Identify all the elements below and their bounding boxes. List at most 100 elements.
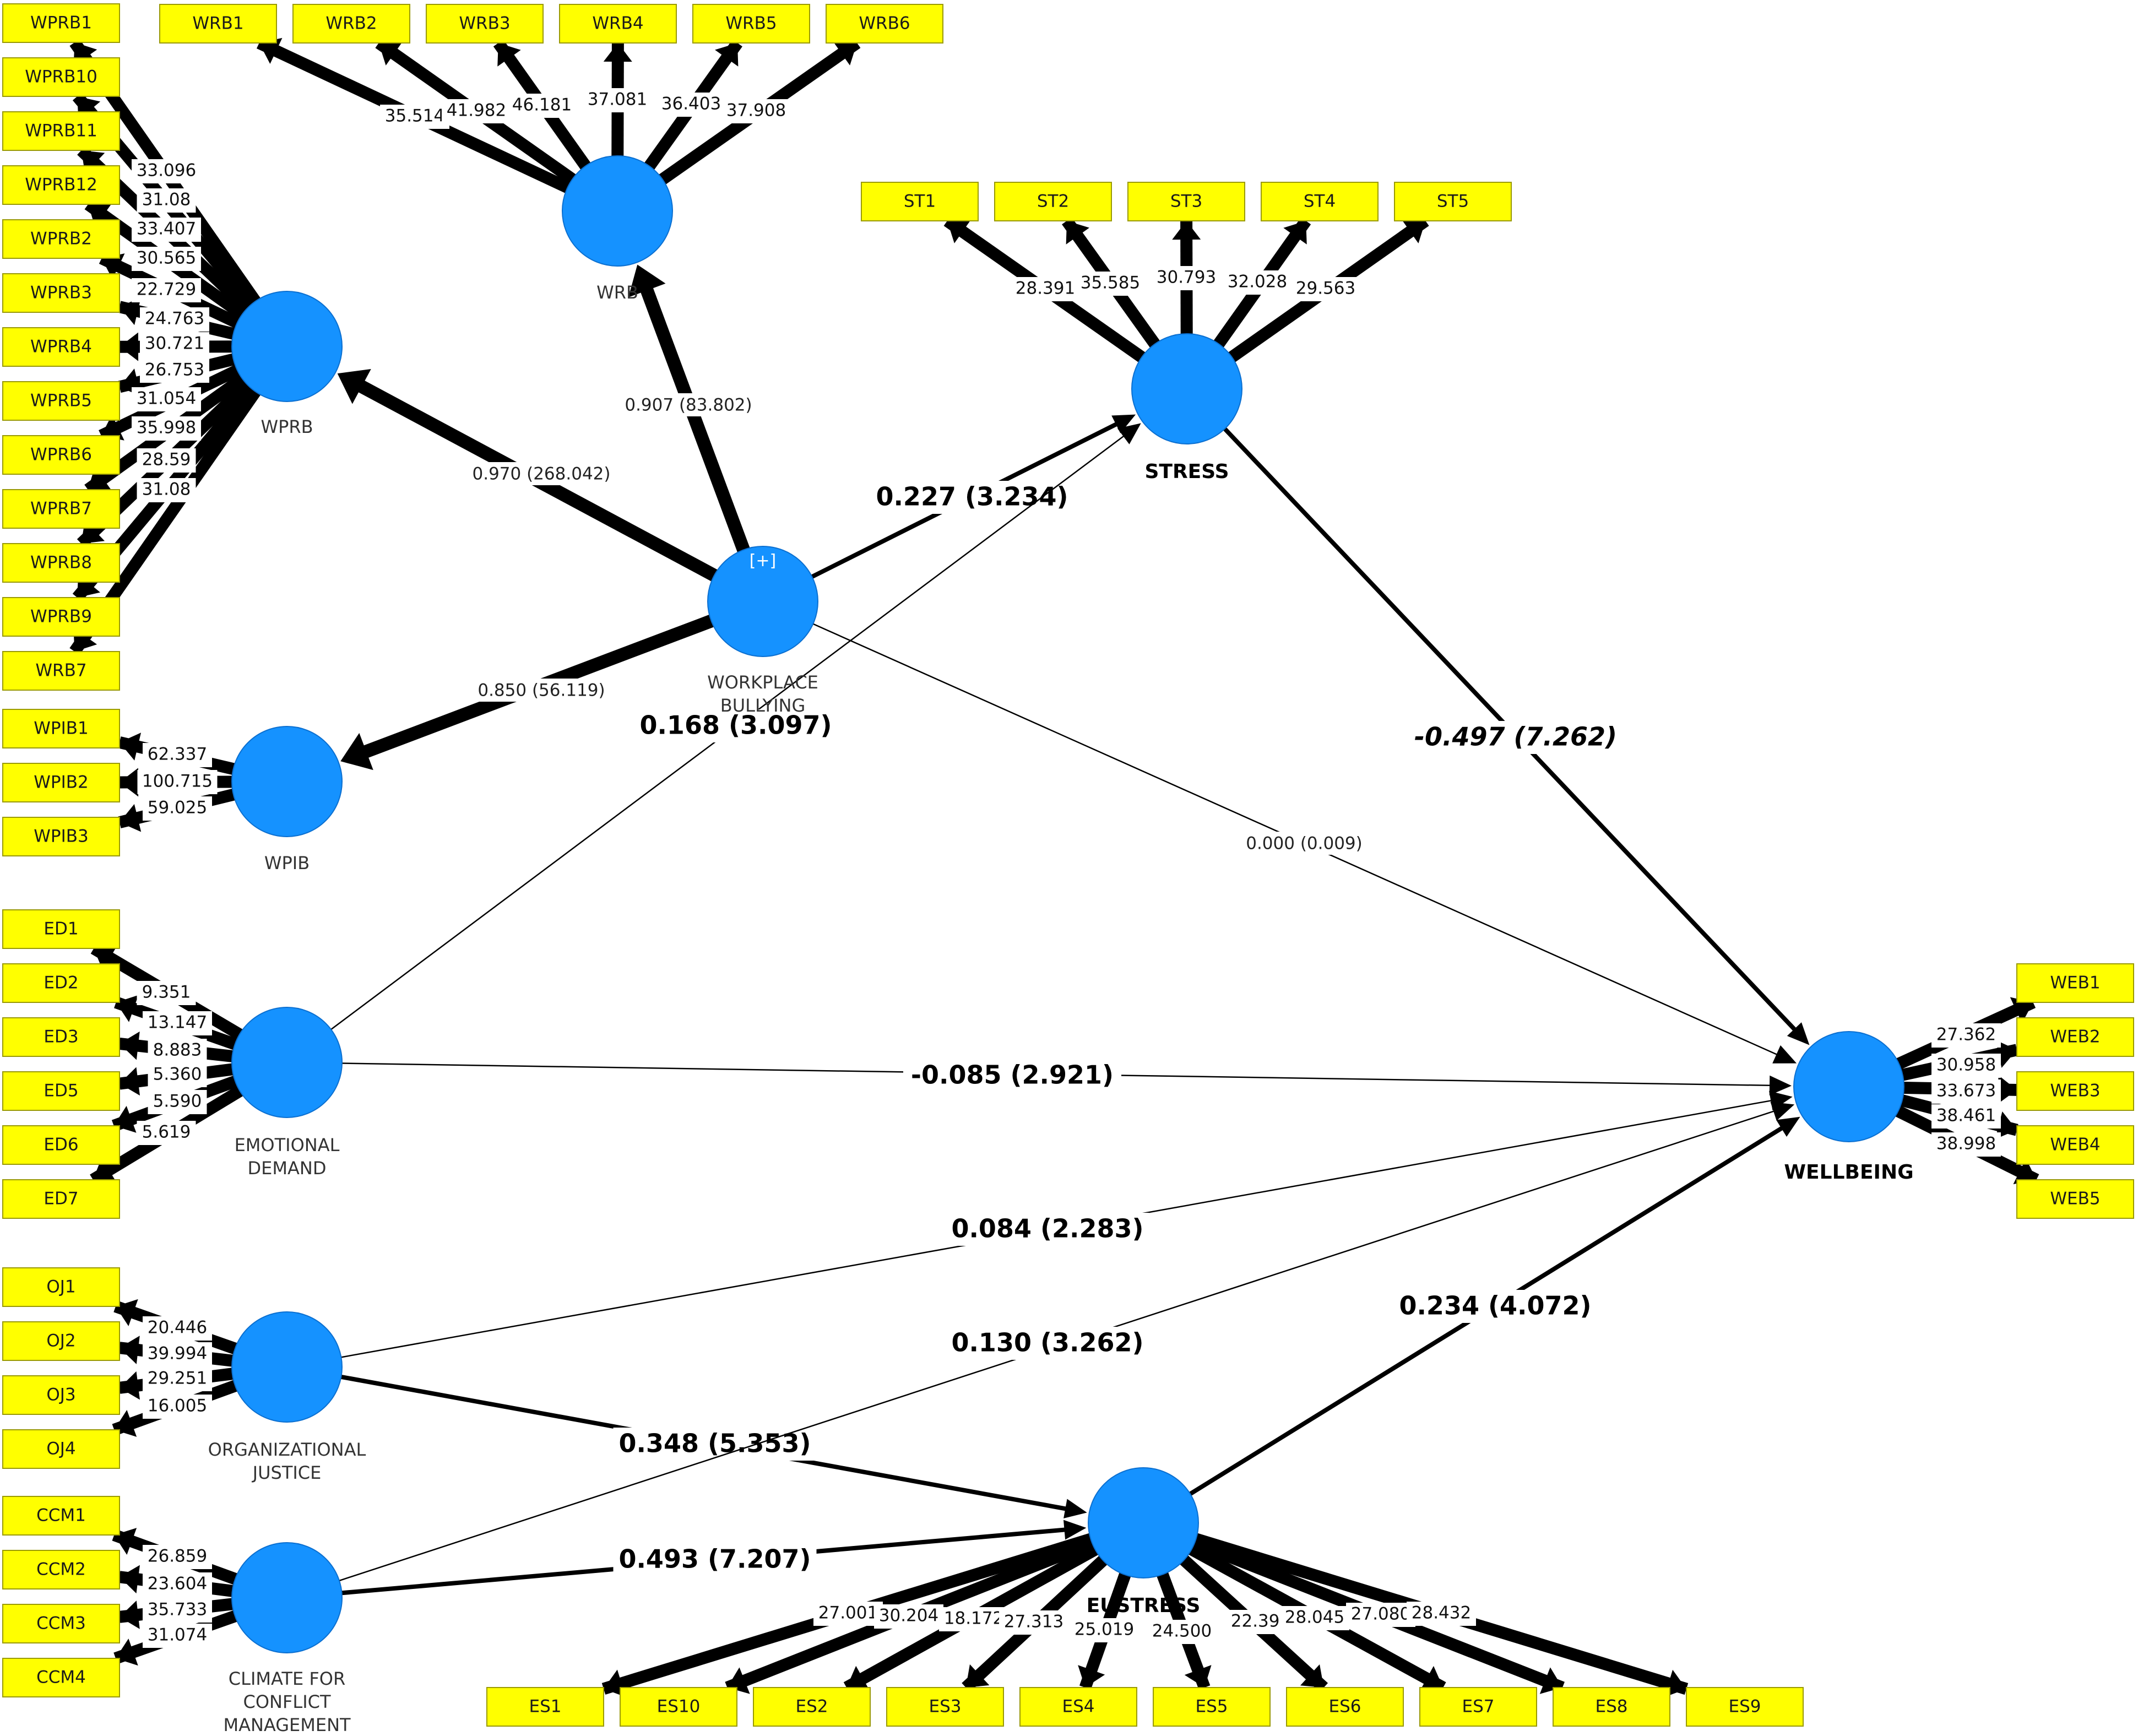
indicator-box (886, 1687, 1004, 1727)
weight-bg-wrb2 (442, 99, 511, 123)
indicator-wrb5[interactable]: WRB5 (692, 4, 810, 44)
indicator-ed7[interactable]: ED7 (2, 1179, 120, 1219)
indicator-oj3[interactable]: OJ3 (2, 1375, 120, 1415)
indicator-es6[interactable]: ES6 (1286, 1687, 1404, 1727)
indicator-wprb7[interactable]: WPRB7 (2, 489, 120, 529)
indicator-es2[interactable]: ES2 (753, 1687, 871, 1727)
loading-arrowhead-es2 (846, 1666, 870, 1691)
path-coefficient-ed-to-well: -0.085 (2.921) (903, 1059, 1121, 1092)
indicator-es7[interactable]: ES7 (1419, 1687, 1537, 1727)
indicator-ed5[interactable]: ED5 (2, 1071, 120, 1111)
indicator-oj2[interactable]: OJ2 (2, 1321, 120, 1361)
indicator-st3[interactable]: ST3 (1127, 182, 1245, 221)
indicator-wrb6[interactable]: WRB6 (826, 4, 943, 44)
indicator-ed3[interactable]: ED3 (2, 1017, 120, 1057)
weight-text-es9: 28.432 (1412, 1603, 1471, 1623)
loading-arrowhead-st3 (1172, 221, 1201, 240)
indicator-st2[interactable]: ST2 (994, 182, 1112, 221)
construct-eus[interactable]: EUSTRESS (1087, 1467, 1201, 1617)
weight-label-wpib1: 62.337 (143, 743, 212, 767)
indicator-st5[interactable]: ST5 (1394, 182, 1512, 221)
construct-label: WPRB (261, 416, 313, 437)
indicator-web1[interactable]: WEB1 (2016, 963, 2134, 1003)
indicator-st4[interactable]: ST4 (1261, 182, 1379, 221)
indicator-wprb1[interactable]: WPRB1 (2, 3, 120, 43)
indicator-box (994, 182, 1112, 221)
indicator-es3[interactable]: ES3 (886, 1687, 1004, 1727)
expand-icon[interactable]: [+] (750, 551, 777, 571)
weight-bg-web5 (1931, 1132, 2001, 1157)
weight-text-wrb3: 46.181 (512, 95, 572, 115)
weight-label-wpib3: 59.025 (143, 796, 212, 821)
indicator-wprb4[interactable]: WPRB4 (2, 327, 120, 367)
weight-text-es2: 18.172 (944, 1609, 1003, 1629)
path-label-bg (471, 679, 612, 702)
indicator-wprb6[interactable]: WPRB6 (2, 435, 120, 475)
indicator-wprb8[interactable]: WPRB8 (2, 543, 120, 583)
indicator-es1[interactable]: ES1 (486, 1687, 604, 1727)
indicator-box (426, 4, 544, 44)
indicator-wrb1[interactable]: WRB1 (159, 4, 277, 44)
indicator-web2[interactable]: WEB2 (2016, 1017, 2134, 1057)
weight-bg-oj4 (143, 1395, 212, 1419)
indicator-wprb3[interactable]: WPRB3 (2, 273, 120, 313)
indicator-st1[interactable]: ST1 (861, 182, 979, 221)
indicator-wrb7[interactable]: WRB7 (2, 651, 120, 691)
indicator-ed2[interactable]: ED2 (2, 963, 120, 1003)
indicator-ccm1[interactable]: CCM1 (2, 1496, 120, 1536)
construct-wpib[interactable]: WPIB (231, 726, 343, 874)
indicator-ed1[interactable]: ED1 (2, 909, 120, 949)
indicator-web5[interactable]: WEB5 (2016, 1179, 2134, 1219)
indicator-wrb3[interactable]: WRB3 (426, 4, 544, 44)
indicator-ed6[interactable]: ED6 (2, 1125, 120, 1165)
indicator-label: ES7 (1462, 1697, 1495, 1717)
indicator-wprb10[interactable]: WPRB10 (2, 57, 120, 97)
weight-bg-ed2 (143, 1011, 212, 1035)
path-arrowhead-wb-to-stress (1111, 414, 1136, 433)
indicator-oj4[interactable]: OJ4 (2, 1429, 120, 1469)
construct-stress[interactable]: STRESS (1131, 333, 1242, 483)
construct-well[interactable]: WELLBEING (1784, 1031, 1914, 1184)
indicator-wpib1[interactable]: WPIB1 (2, 709, 120, 748)
construct-wrb[interactable]: WRB (562, 155, 673, 303)
indicator-ccm3[interactable]: CCM3 (2, 1604, 120, 1643)
weight-bg-wrb7 (137, 478, 196, 502)
indicator-box (2, 381, 120, 421)
weight-label-oj2: 39.994 (143, 1342, 212, 1366)
indicator-es5[interactable]: ES5 (1153, 1687, 1271, 1727)
indicator-box (2, 1429, 120, 1469)
indicator-es4[interactable]: ES4 (1019, 1687, 1137, 1727)
indicator-label: ED6 (44, 1135, 78, 1155)
indicator-wprb2[interactable]: WPRB2 (2, 219, 120, 259)
indicator-wrb4[interactable]: WRB4 (559, 4, 677, 44)
weight-label-wprb6: 26.753 (140, 359, 209, 383)
indicator-wpib3[interactable]: WPIB3 (2, 817, 120, 856)
indicator-wprb9[interactable]: WPRB9 (2, 597, 120, 637)
weight-label-wrb2: 41.982 (442, 99, 511, 123)
indicator-web3[interactable]: WEB3 (2016, 1071, 2134, 1111)
indicator-wprb11[interactable]: WPRB11 (2, 111, 120, 151)
indicator-wrb2[interactable]: WRB2 (292, 4, 410, 44)
indicator-wprb5[interactable]: WPRB5 (2, 381, 120, 421)
indicator-ccm4[interactable]: CCM4 (2, 1658, 120, 1697)
indicator-oj1[interactable]: OJ1 (2, 1267, 120, 1307)
indicator-ccm2[interactable]: CCM2 (2, 1550, 120, 1589)
indicator-es8[interactable]: ES8 (1553, 1687, 1670, 1727)
indicator-label: WEB4 (2050, 1135, 2100, 1155)
indicator-box (2, 3, 120, 43)
weight-bg-ccm3 (143, 1598, 212, 1623)
construct-wprb[interactable]: WPRB (231, 291, 343, 437)
weight-bg-web4 (1931, 1104, 2001, 1129)
indicator-web4[interactable]: WEB4 (2016, 1125, 2134, 1165)
weight-text-wrb6: 37.908 (726, 101, 786, 121)
loading-arrowhead-ed3 (120, 1031, 140, 1060)
indicator-es9[interactable]: ES9 (1686, 1687, 1804, 1727)
indicator-es10[interactable]: ES10 (620, 1687, 737, 1727)
indicator-wpib2[interactable]: WPIB2 (2, 763, 120, 802)
indicator-wprb12[interactable]: WPRB12 (2, 165, 120, 205)
